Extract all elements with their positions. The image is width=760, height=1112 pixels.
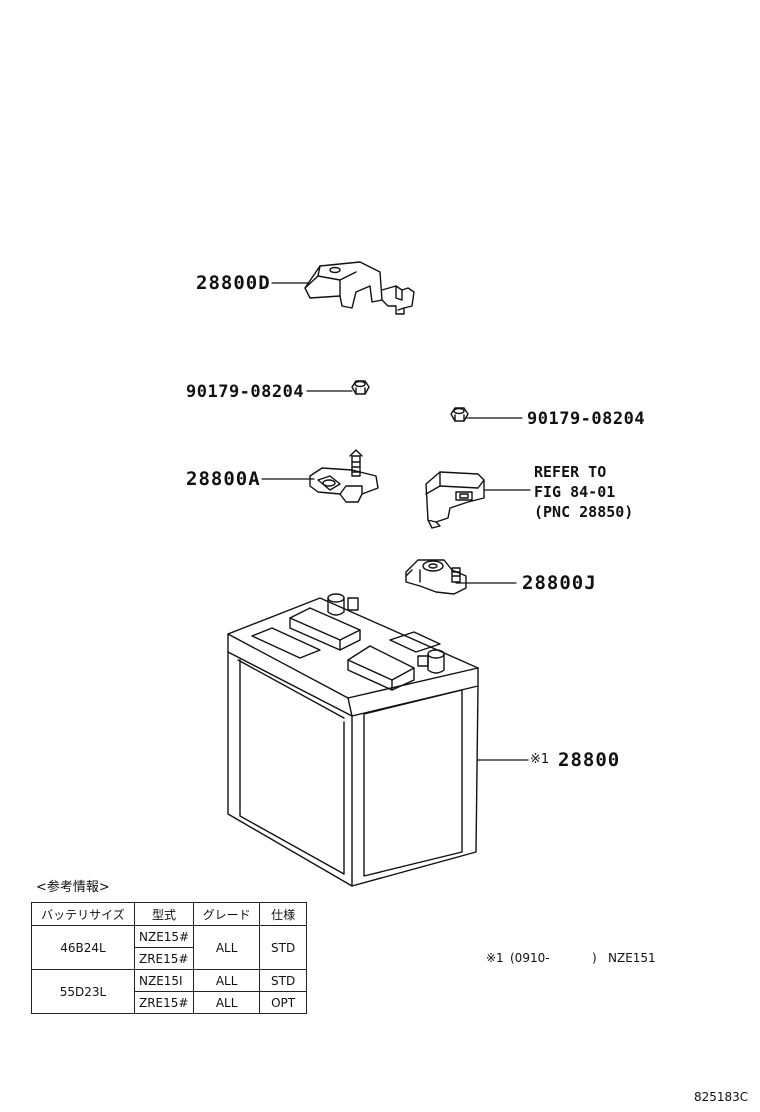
callout-28800j: 28800J [522,572,597,594]
bracket-28800d [304,261,415,315]
refer-line-3: (PNC 28850) [534,503,634,521]
cell-spec: OPT [259,991,308,1014]
cell-grade: ALL [193,969,261,992]
nut-left [351,380,370,395]
battery-28800 [227,593,479,887]
refer-note: REFER TO FIG 84-01 (PNC 28850) [534,462,633,522]
terminal-cover [425,471,485,529]
terminal-28800a [309,449,379,503]
nut-right [450,407,469,422]
info-title: <参考情報> [36,880,110,895]
table-row: 46B24L NZE15# ALL STD [31,925,308,970]
footnote-model: NZE151 [608,951,656,965]
battery-spec-table: バッテリサイズ 型式 グレード 仕様 46B24L NZE15# ALL STD… [31,902,308,1014]
callout-nut-left: 90179-08204 [186,382,305,402]
cell-size: 46B24L [31,925,135,970]
cell-type: NZE15I [133,969,195,992]
refer-line-2: FIG 84-01 [534,483,616,501]
cell-spec: STD [259,925,308,970]
cell-grade: ALL [193,925,261,970]
callout-28800d: 28800D [196,272,271,294]
table-row: ZRE15# ALL OPT [32,991,308,1014]
refer-line-1: REFER TO [534,463,607,481]
cell-size: 55D23L [31,969,135,1014]
header-battery-size: バッテリサイズ [31,902,135,926]
callout-battery-mark: ※1 [530,752,550,767]
footnote-mark: ※1 [486,951,504,965]
callout-28800: 28800 [558,749,621,771]
header-model: 型式 [133,902,195,926]
table-row: 55D23L NZE15I ALL STD [31,969,308,1014]
callout-nut-right: 90179-08204 [527,409,646,429]
header-grade: グレード [193,902,261,926]
cell-type: NZE15# [133,925,195,948]
callout-28800a: 28800A [186,468,261,490]
footnote-range: (0910- [510,951,550,965]
footnote-close: ) [592,951,597,965]
header-spec: 仕様 [259,902,308,926]
cell-grade: ALL [193,991,261,1014]
cell-type: ZRE15# [133,947,195,970]
cell-spec: STD [259,969,308,992]
table-header-row: バッテリサイズ 型式 グレード 仕様 [31,902,308,926]
cell-type: ZRE15# [133,991,195,1014]
drawing-code: 825183C [694,1090,749,1104]
terminal-28800j [405,559,467,595]
